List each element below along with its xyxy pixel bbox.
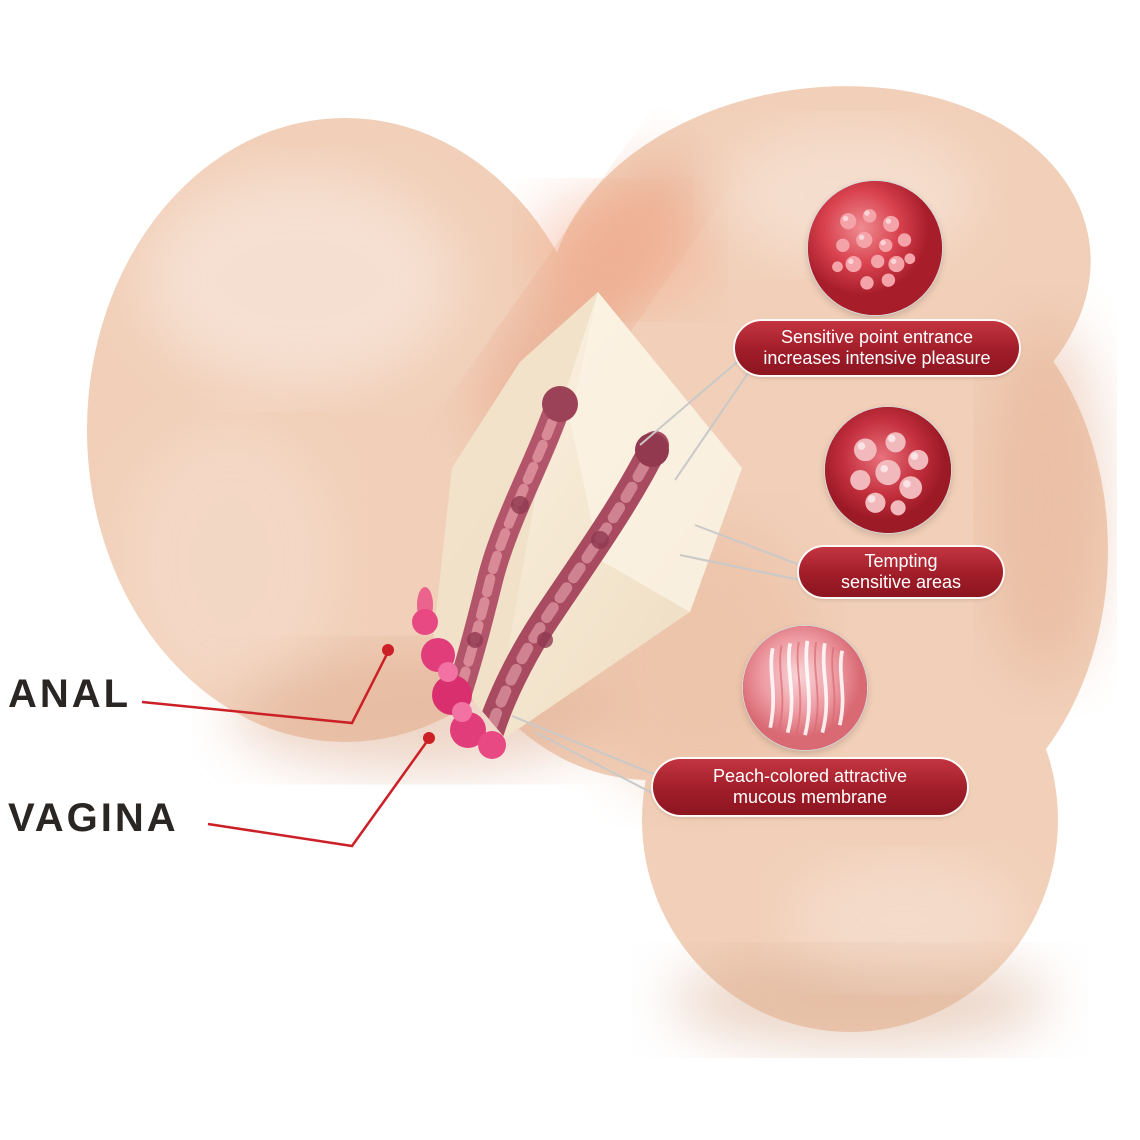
- callout-text-line2: increases intensive pleasure: [763, 348, 991, 368]
- callout-mucous-membrane: Peach-colored attractive mucous membrane: [653, 759, 967, 815]
- texture-ridges-icon: [743, 626, 867, 750]
- marker-dot-anal: [382, 644, 394, 656]
- leader-lines: [511, 344, 801, 796]
- marker-lines: [141, 651, 430, 848]
- texture-bumps-dense-icon: [808, 181, 942, 315]
- callout-sensitive-areas: Tempting sensitive areas: [799, 547, 1003, 597]
- detail-inset-sensitive-entrance-image: [808, 181, 942, 315]
- callout-sensitive-entrance: Sensitive point entrance increases inten…: [735, 321, 1019, 375]
- label-vagina: VAGINA: [8, 796, 179, 840]
- callout-text-line1: Tempting: [864, 550, 938, 571]
- callout-text-line2: sensitive areas: [840, 572, 962, 592]
- callout-text-line2: mucous membrane: [732, 787, 888, 807]
- detail-inset-sensitive-areas-image: [825, 407, 951, 533]
- ruffle-opening: [412, 587, 506, 759]
- callout-text-line1: Sensitive point entrance: [780, 326, 974, 347]
- marker-dot-vagina: [423, 732, 435, 744]
- label-anal: ANAL: [8, 672, 132, 716]
- internal-canals: [442, 386, 669, 738]
- texture-bumps-large-icon: [825, 407, 951, 533]
- detail-inset-mucous-membrane-image: [743, 626, 867, 750]
- callout-text-line1: Peach-colored attractive: [712, 765, 908, 786]
